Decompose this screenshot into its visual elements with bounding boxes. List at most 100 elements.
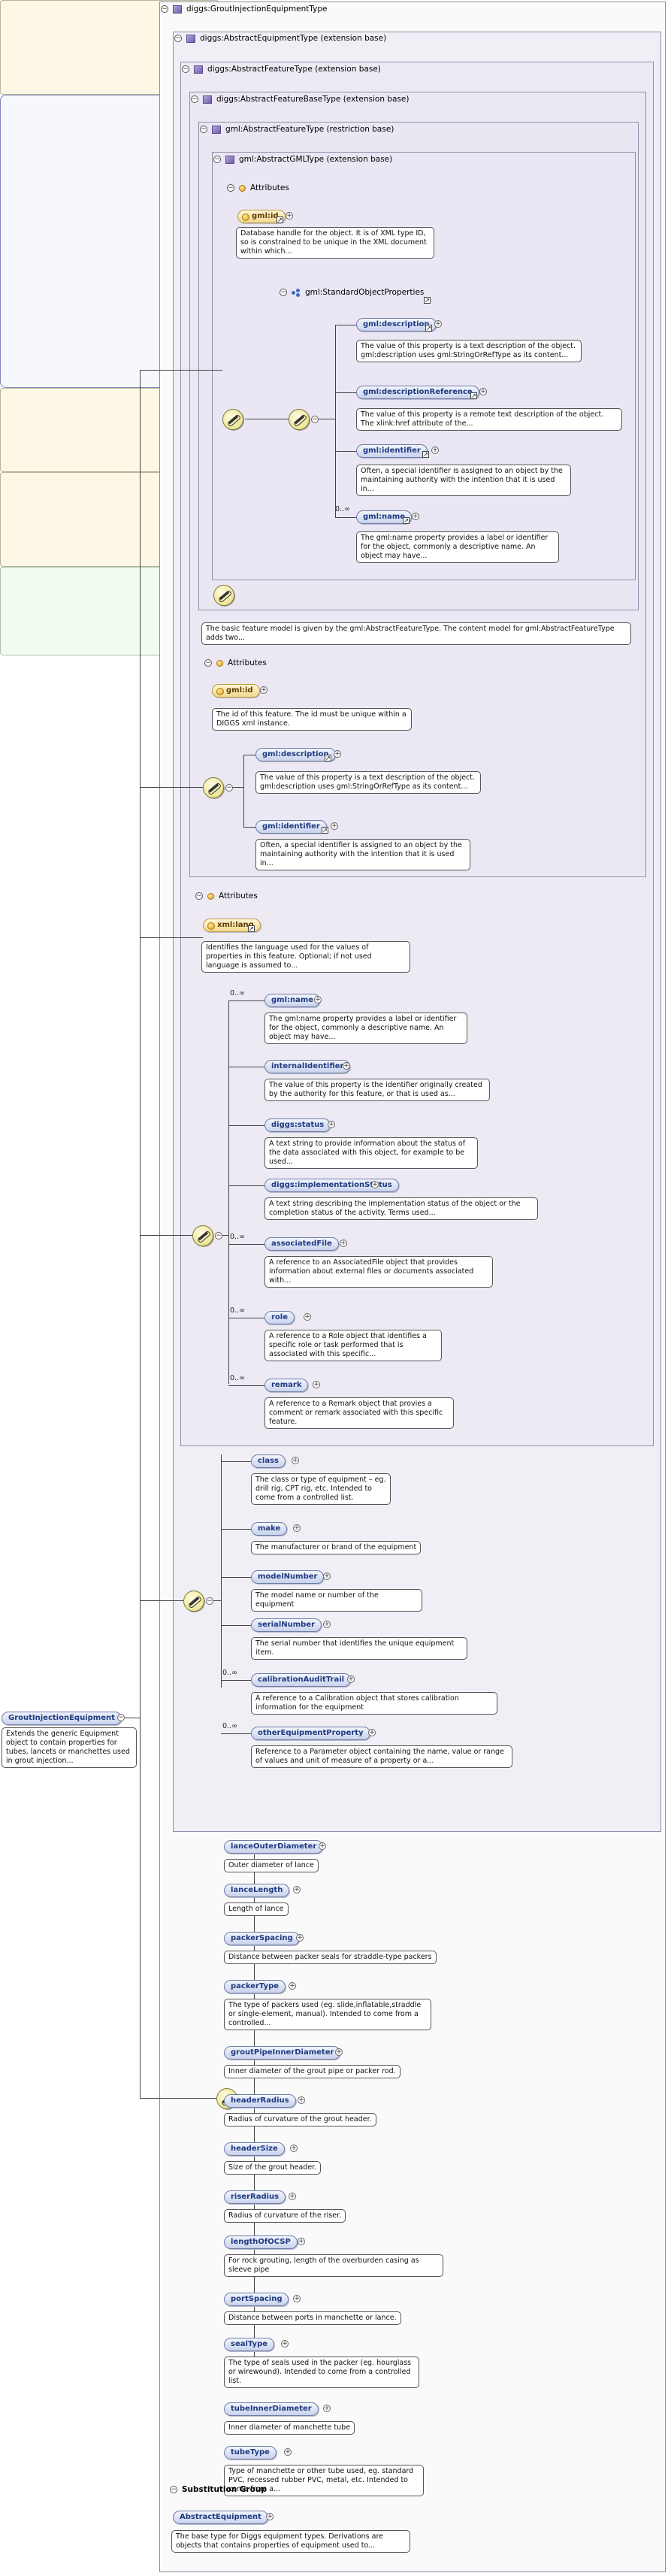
element-headersize[interactable]: headerSize [224, 2142, 285, 2156]
expand-icon[interactable]: + [304, 1313, 311, 1321]
expand-icon[interactable]: + [323, 2405, 331, 2412]
expand-icon[interactable]: − [311, 416, 319, 423]
sequence-compositor-icon[interactable] [192, 1225, 213, 1246]
expand-icon[interactable]: − [117, 1714, 125, 1721]
element-modelnumber[interactable]: modelNumber [251, 1570, 325, 1584]
collapse-icon[interactable]: − [227, 184, 234, 192]
element-packertype[interactable]: packerType [224, 1980, 286, 1993]
root-element-grout-injection-equipment[interactable]: GroutInjectionEquipment [2, 1712, 122, 1725]
expand-icon[interactable]: + [343, 1062, 350, 1070]
expand-icon[interactable]: + [313, 1381, 320, 1388]
expand-icon[interactable]: + [434, 320, 442, 328]
sequence-compositor-icon[interactable] [222, 409, 243, 430]
feature-base-description-doc: The value of this property is a text des… [255, 771, 481, 794]
feature-base-gml-id[interactable]: gml:id [212, 684, 260, 698]
expand-icon[interactable]: + [298, 2096, 305, 2104]
expand-icon[interactable]: + [479, 388, 487, 395]
element-remark[interactable]: remark [264, 1379, 309, 1392]
expand-icon[interactable]: + [290, 2145, 298, 2152]
element-diggs-implementationstatus[interactable]: diggs:implementationStatus [264, 1179, 399, 1192]
std-prop-description[interactable]: gml:description [356, 318, 437, 331]
collapse-icon[interactable]: − [200, 126, 207, 133]
element-packerspacing[interactable]: packerSpacing [224, 1932, 300, 1945]
expand-icon[interactable]: + [319, 1842, 326, 1850]
expand-icon[interactable]: − [215, 1232, 222, 1240]
expand-icon[interactable]: + [266, 2513, 274, 2520]
element-otherequipmentproperty[interactable]: otherEquipmentProperty [251, 1727, 370, 1740]
expand-icon[interactable]: − [206, 1597, 213, 1605]
collapse-icon[interactable]: − [195, 892, 203, 900]
expand-icon[interactable]: + [293, 1886, 301, 1893]
element-role[interactable]: role [264, 1311, 295, 1324]
expand-icon[interactable]: + [293, 1524, 301, 1532]
expand-icon[interactable]: + [281, 2340, 289, 2347]
collapse-icon[interactable]: − [182, 65, 189, 73]
expand-icon[interactable]: + [286, 212, 293, 219]
expand-icon[interactable]: + [296, 1934, 304, 1942]
element-sealtype[interactable]: sealType [224, 2338, 275, 2351]
element-lengthofocsp[interactable]: lengthOfOCSP [224, 2235, 298, 2249]
expand-icon[interactable]: + [331, 822, 338, 830]
element-lanceouterdiameter[interactable]: lanceOuterDiameter [224, 1840, 324, 1854]
expand-icon[interactable]: + [334, 750, 341, 758]
gml-id-attribute[interactable]: gml:id [237, 210, 286, 223]
element-headerradius[interactable]: headerRadius [224, 2094, 296, 2108]
element-doc: Inner diameter of manchette tube [224, 2421, 355, 2435]
collapse-icon[interactable]: − [170, 2486, 177, 2493]
expand-icon[interactable]: + [292, 1457, 299, 1464]
expand-icon[interactable]: + [368, 1729, 376, 1736]
sequence-compositor-icon[interactable] [289, 409, 310, 430]
expand-icon[interactable]: + [347, 1675, 355, 1683]
expand-icon[interactable]: + [323, 1621, 331, 1628]
element-internalidentifier[interactable]: internalIdentifier [264, 1060, 351, 1073]
expand-icon[interactable]: + [314, 996, 322, 1003]
element-tubeinnerdiameter[interactable]: tubeInnerDiameter [224, 2402, 319, 2416]
xml-lang-attribute[interactable]: xml:lang [203, 919, 261, 932]
complex-type-icon [194, 65, 203, 74]
sequence-compositor-icon[interactable] [183, 1591, 204, 1612]
element-diggs-status[interactable]: diggs:status [264, 1118, 331, 1132]
feature-base-identifier[interactable]: gml:identifier [255, 820, 327, 834]
element-portspacing[interactable]: portSpacing [224, 2293, 289, 2306]
expand-icon[interactable]: + [412, 513, 419, 520]
element-tubetype[interactable]: tubeType [224, 2446, 277, 2459]
expand-icon[interactable]: + [323, 1573, 331, 1580]
expand-icon[interactable]: + [371, 1181, 379, 1188]
expand-icon[interactable]: + [298, 2238, 305, 2245]
expand-icon[interactable]: + [289, 2193, 296, 2200]
expand-icon[interactable]: + [328, 1121, 335, 1128]
substitution-abstract-equipment[interactable]: AbstractEquipment [173, 2511, 268, 2524]
element-riserradius[interactable]: riserRadius [224, 2190, 286, 2204]
collapse-icon[interactable]: − [161, 5, 168, 13]
std-prop-identifier[interactable]: gml:identifier [356, 444, 428, 458]
connector-line [335, 392, 358, 393]
attributes-header: − Attributes [227, 183, 289, 192]
collapse-icon[interactable]: − [191, 95, 198, 103]
sequence-compositor-icon[interactable] [213, 585, 234, 606]
collapse-icon[interactable]: − [213, 156, 221, 163]
element-class[interactable]: class [251, 1454, 286, 1468]
sequence-compositor-icon[interactable] [203, 777, 224, 798]
collapse-icon[interactable]: − [280, 289, 287, 296]
element-groutpipeinnerdiameter[interactable]: groutPipeInnerDiameter [224, 2046, 341, 2060]
element-make[interactable]: make [251, 1522, 288, 1536]
element-lancelength[interactable]: lanceLength [224, 1884, 290, 1897]
element-gml-name[interactable]: gml:name [264, 994, 321, 1007]
element-serialnumber[interactable]: serialNumber [251, 1618, 322, 1632]
element-doc: Size of the grout header. [224, 2161, 322, 2175]
expand-icon[interactable]: + [289, 1982, 296, 1990]
std-prop-description-reference[interactable]: gml:descriptionReference [356, 386, 479, 399]
expand-icon[interactable]: − [225, 784, 233, 792]
std-prop-name[interactable]: gml:name [356, 510, 413, 524]
expand-icon[interactable]: + [431, 446, 439, 454]
feature-base-description[interactable]: gml:description [255, 748, 336, 761]
element-calibrationaudittrail[interactable]: calibrationAuditTrail [251, 1673, 352, 1687]
expand-icon[interactable]: + [260, 686, 268, 694]
element-associatedfile[interactable]: associatedFile [264, 1237, 339, 1251]
collapse-icon[interactable]: − [204, 659, 212, 667]
expand-icon[interactable]: + [293, 2295, 301, 2302]
expand-icon[interactable]: + [284, 2448, 292, 2456]
expand-icon[interactable]: + [340, 1240, 347, 1247]
collapse-icon[interactable]: − [174, 35, 182, 42]
expand-icon[interactable]: + [335, 2048, 343, 2056]
